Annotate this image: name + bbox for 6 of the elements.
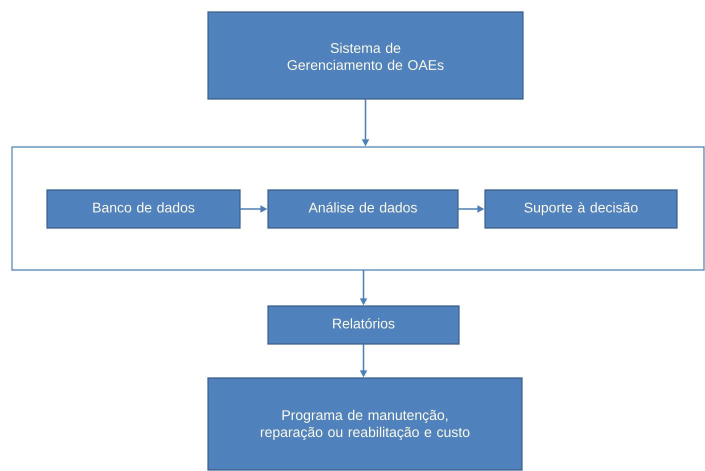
process-box: Banco de dados <box>46 189 241 229</box>
process-box: Programa de manutenção, reparação ou reabilitação e custo <box>207 377 523 471</box>
process-box: Suporte à decisão <box>484 189 678 229</box>
process-box: Análise de dados <box>267 189 459 229</box>
process-box: Relatórios <box>267 305 460 345</box>
process-box: Sistema de Gerenciamento de OAEs <box>207 11 524 100</box>
